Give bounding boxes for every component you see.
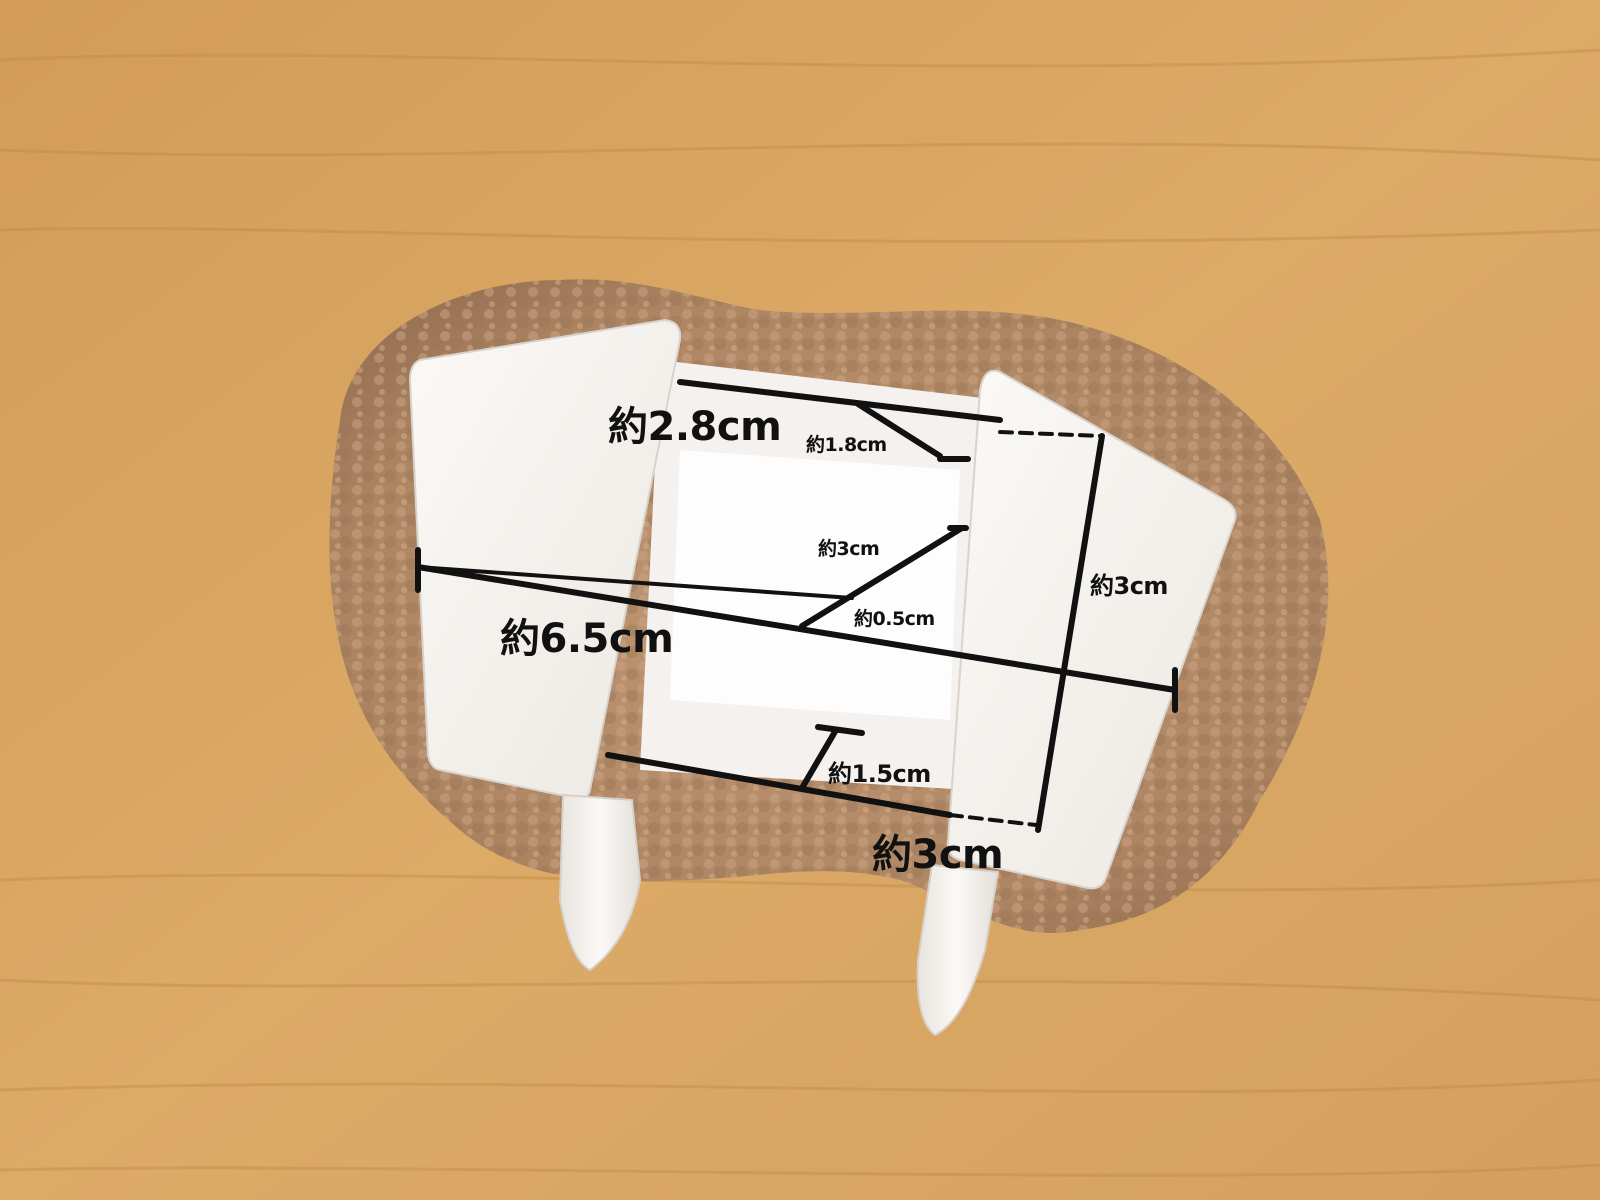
label-width-bottom: 約3cm xyxy=(872,832,1004,878)
label-overall-width: 約6.5cm xyxy=(500,616,674,662)
wood-grain xyxy=(0,48,1600,1177)
white-printed-plate-right xyxy=(946,369,1237,890)
label-inner-bottom: 約1.5cm xyxy=(828,760,931,788)
label-inner-gap: 約0.5cm xyxy=(854,608,935,630)
label-height-right: 約3cm xyxy=(1090,572,1168,600)
label-width-top: 約2.8cm xyxy=(608,404,782,450)
label-inner-top: 約1.8cm xyxy=(806,434,887,456)
label-inner-diagonal: 約3cm xyxy=(818,538,880,560)
fang-left xyxy=(558,793,642,972)
measurement-lines xyxy=(415,379,1178,833)
fang-right xyxy=(916,863,1000,1037)
